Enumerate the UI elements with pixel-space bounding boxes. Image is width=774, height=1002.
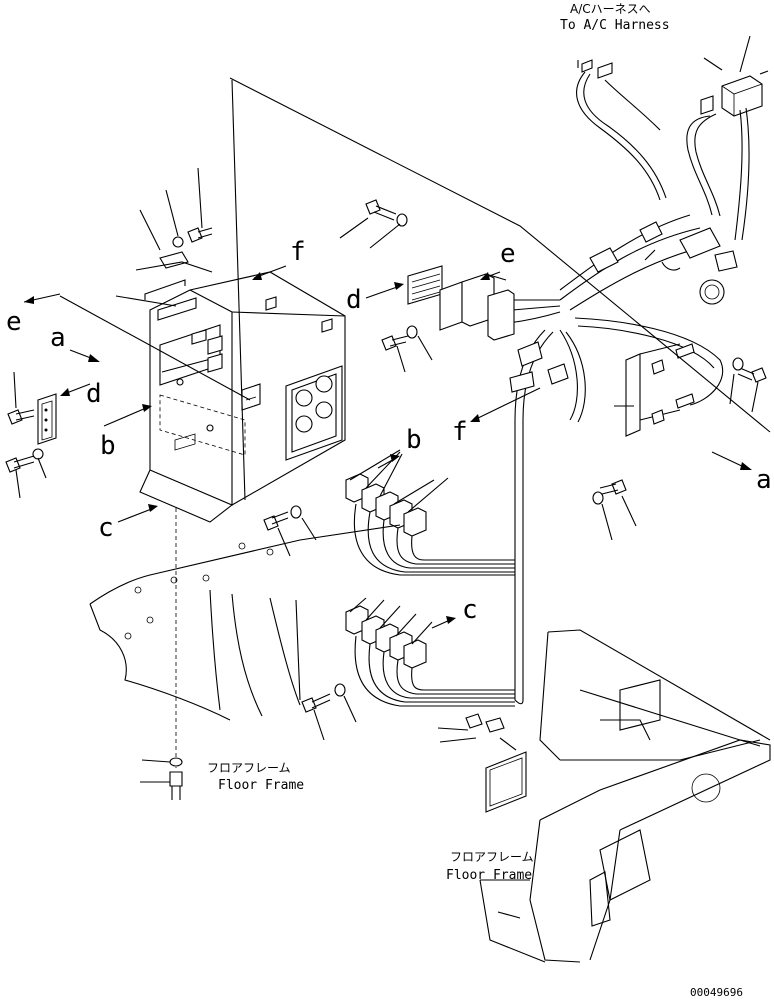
relay-group-c (345, 597, 524, 707)
callout-f-top: f (290, 237, 306, 267)
right-bracket-a (614, 343, 695, 437)
callout-b-mid: b (406, 425, 422, 455)
floor-frame-left: フロアフレーム Floor Frame (89, 508, 401, 800)
ac-harness-group: A/Cハーネスへ To A/C Harness (560, 2, 769, 241)
electrical-box (5, 77, 771, 523)
callout-b-left: b (100, 431, 116, 461)
callout-d-mid: d (346, 285, 362, 315)
bolts-top-center (263, 199, 767, 741)
callout-e-left: e (6, 307, 22, 337)
main-wire-loom (490, 214, 738, 700)
harness-label-jp: A/Cハーネスへ (570, 2, 651, 16)
floor-frame-right-jp: フロアフレーム (450, 850, 534, 864)
callouts: e a d b c f d e f b (6, 237, 772, 629)
harness-label-en: To A/C Harness (560, 18, 670, 33)
callout-d-left: d (86, 379, 102, 409)
floor-frame-left-jp: フロアフレーム (207, 761, 291, 775)
relay-block-d (407, 265, 515, 341)
callout-e-mid: e (500, 239, 516, 269)
callout-a-right: a (756, 465, 772, 495)
floor-frame-left-en: Floor Frame (218, 778, 304, 793)
callout-c-mid: c (462, 595, 478, 625)
drawing-number: 00049696 (690, 986, 743, 999)
callout-f-mid: f (452, 417, 468, 447)
floor-frame-right: フロアフレーム Floor Frame (437, 629, 771, 963)
callout-c-left: c (98, 513, 114, 543)
relay-group-b (345, 449, 515, 576)
floor-frame-right-en: Floor Frame (446, 868, 532, 883)
callout-a-left: a (50, 323, 66, 353)
